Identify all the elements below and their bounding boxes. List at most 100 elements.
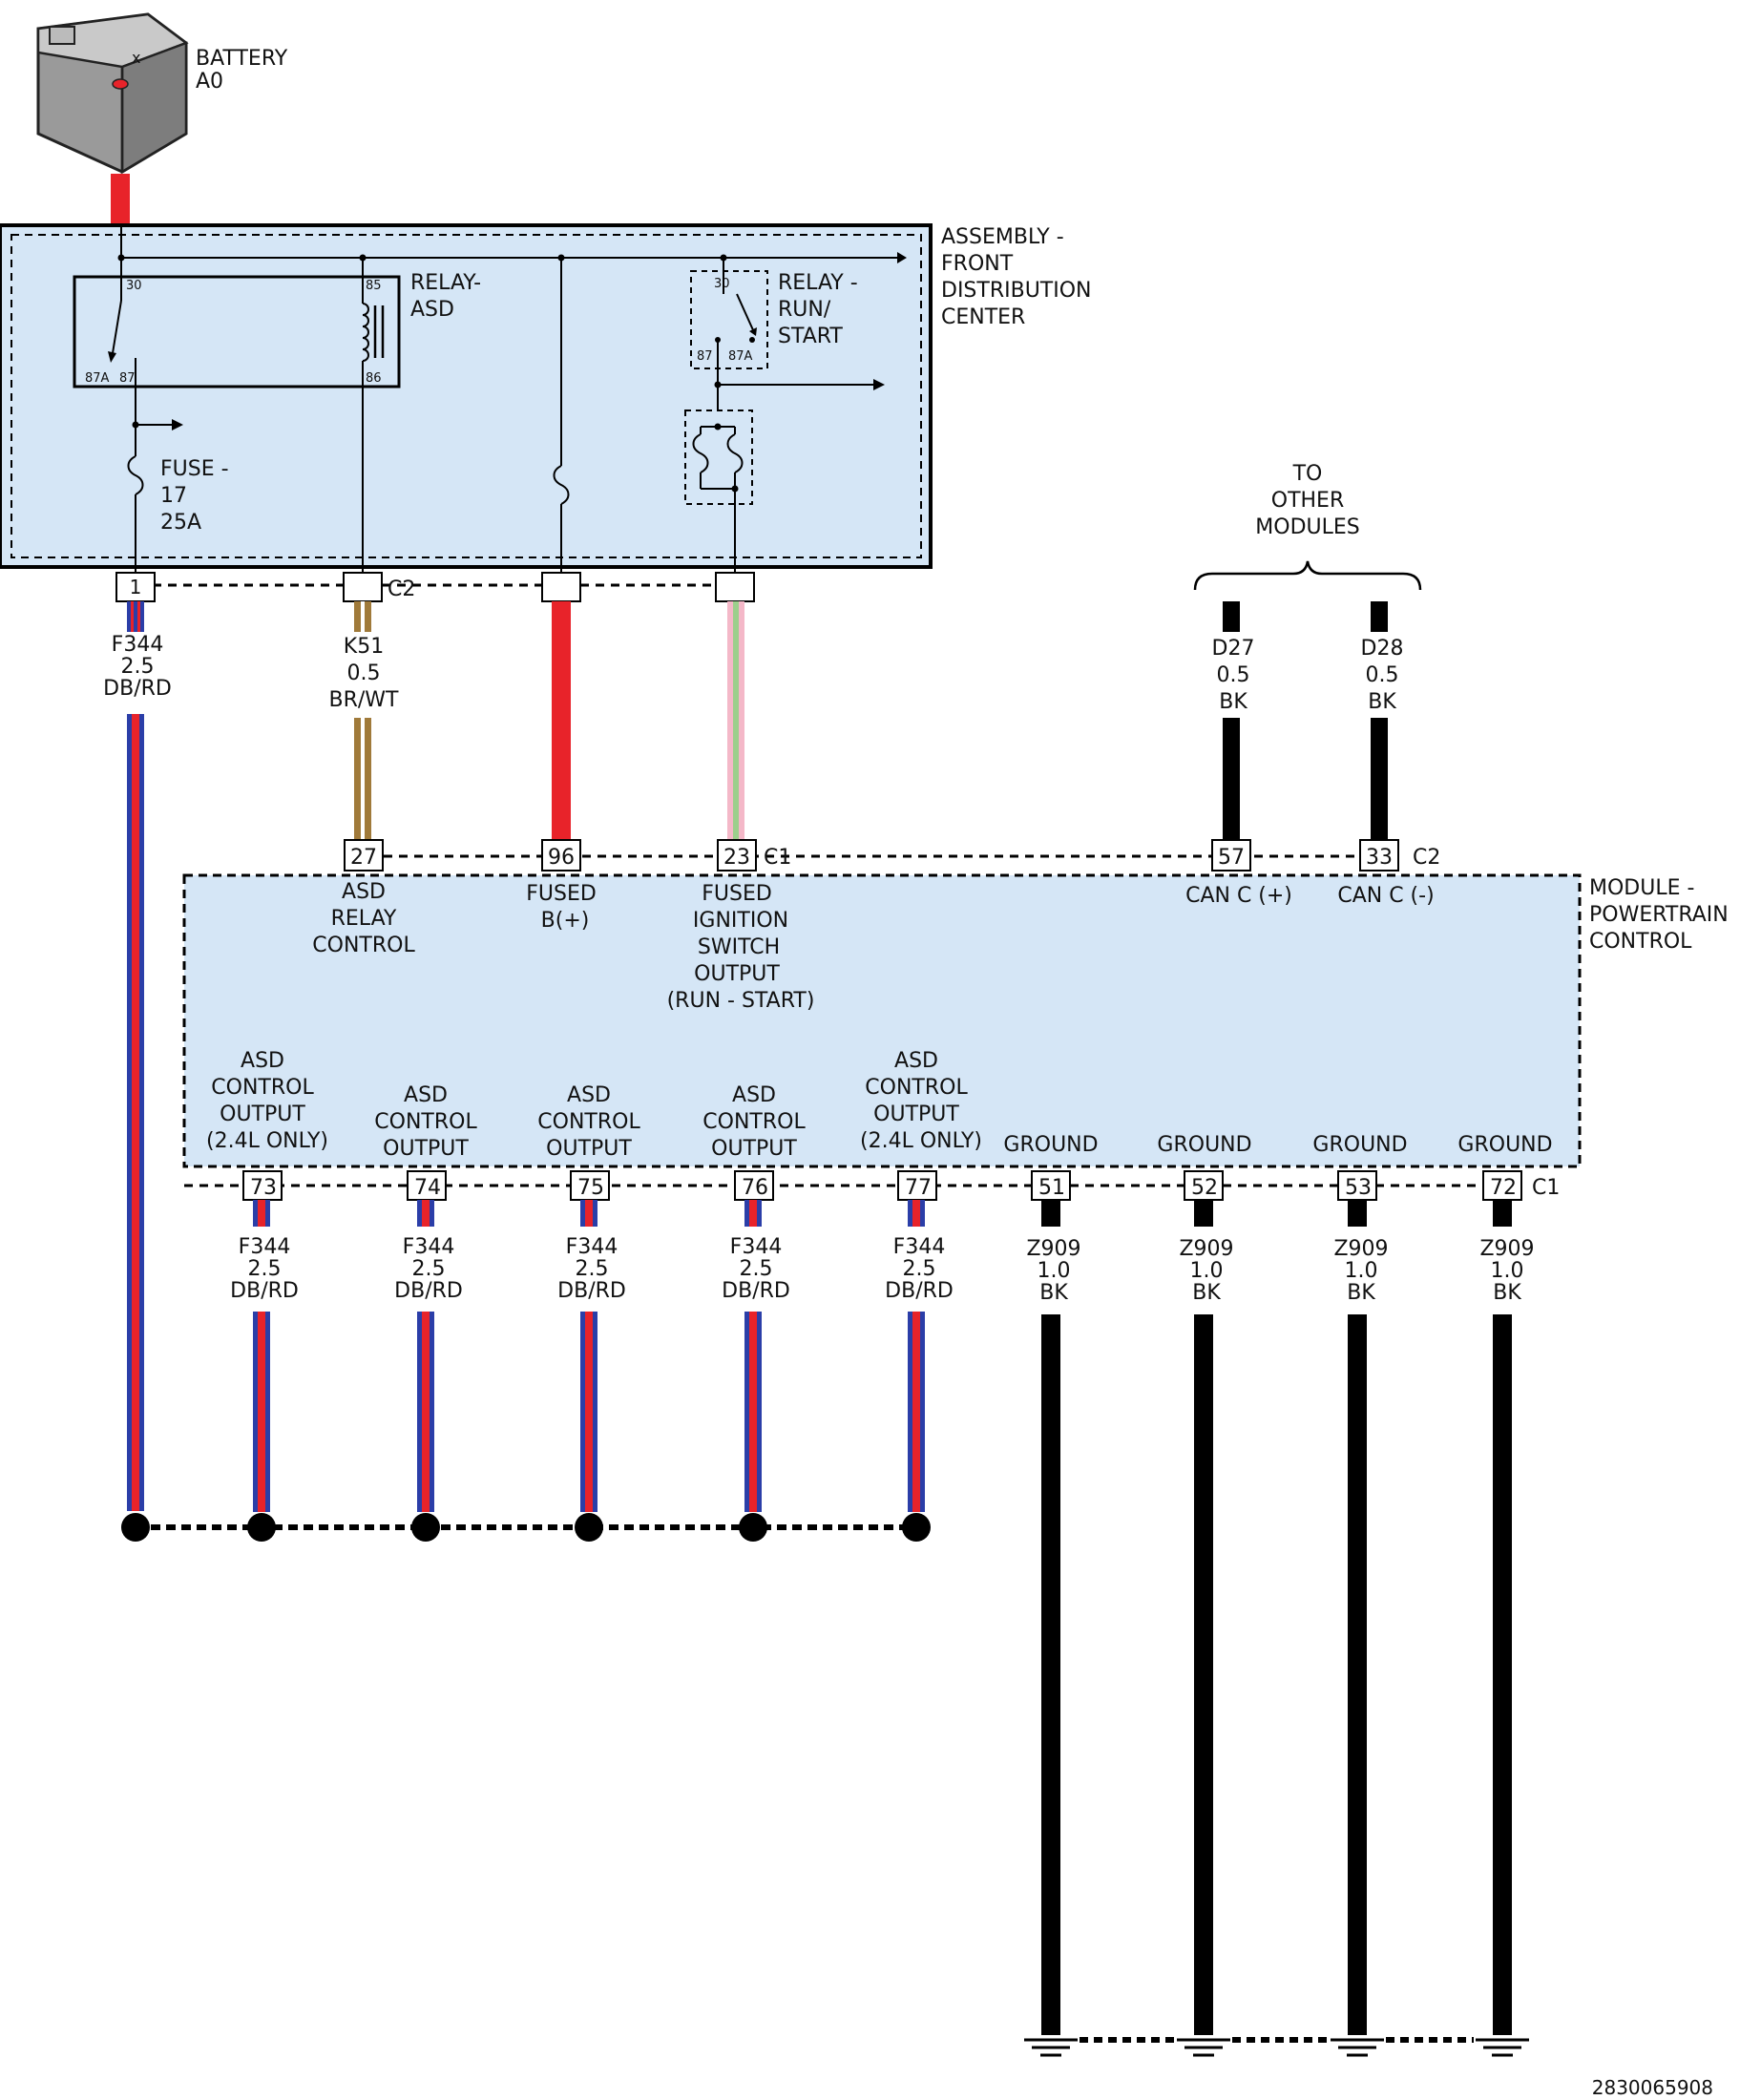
svg-text:Z909: Z909 — [1179, 1237, 1233, 1261]
svg-text:25A: 25A — [160, 511, 201, 535]
module-top-pin-96: 96 — [541, 839, 581, 872]
ground-icon — [1476, 2038, 1529, 2057]
assembly-pin-1 — [115, 572, 156, 602]
svg-text:87: 87 — [697, 349, 713, 364]
svg-text:DB/RD: DB/RD — [230, 1279, 299, 1303]
svg-text:MODULE -: MODULE - — [1589, 876, 1694, 900]
svg-text:FUSE -: FUSE - — [160, 457, 229, 481]
svg-text:IGNITION: IGNITION — [693, 909, 788, 933]
module-powertrain-control — [182, 873, 1582, 1168]
ground-icon — [1331, 2038, 1384, 2057]
svg-text:33: 33 — [1366, 846, 1393, 870]
svg-text:87A: 87A — [85, 371, 110, 386]
svg-text:F344: F344 — [893, 1235, 946, 1259]
svg-text:DB/RD: DB/RD — [722, 1279, 790, 1303]
svg-text:CONTROL: CONTROL — [865, 1076, 968, 1100]
svg-text:Z909: Z909 — [1333, 1237, 1388, 1261]
svg-text:1.0: 1.0 — [1345, 1259, 1378, 1283]
svg-text:96: 96 — [548, 846, 575, 870]
wire-72 — [1493, 1314, 1512, 2035]
assembly-pin-b-plus — [541, 572, 581, 602]
svg-text:23: 23 — [723, 846, 750, 870]
svg-text:2.5: 2.5 — [412, 1257, 446, 1281]
module-bottom-pin-51: 51 — [1031, 1170, 1071, 1201]
svg-text:0.5: 0.5 — [347, 662, 381, 685]
svg-text:0.5: 0.5 — [1217, 663, 1250, 687]
module-top-pin-27: 27 — [344, 839, 384, 872]
module-bottom-pin-53: 53 — [1337, 1170, 1377, 1201]
module-top-pin-33: 33 — [1359, 839, 1399, 872]
svg-text:OUTPUT: OUTPUT — [546, 1137, 632, 1161]
document-number: 2830065908 — [1592, 2076, 1713, 2099]
svg-text:57: 57 — [1218, 846, 1245, 870]
battery-plus-mark: x — [132, 49, 140, 67]
svg-text:F344: F344 — [566, 1235, 618, 1259]
svg-text:BK: BK — [1347, 1281, 1375, 1305]
svg-text:D28: D28 — [1361, 637, 1404, 661]
svg-text:RELAY-: RELAY- — [410, 271, 481, 295]
assembly-front-distribution-center — [0, 223, 933, 569]
fuse-ignition-a-icon — [692, 433, 709, 473]
svg-text:30: 30 — [714, 277, 730, 291]
svg-text:CONTROL: CONTROL — [211, 1076, 314, 1100]
wire-53 — [1348, 1314, 1367, 2035]
svg-text:(RUN - START): (RUN - START) — [667, 989, 815, 1013]
svg-text:85: 85 — [366, 279, 382, 293]
svg-text:75: 75 — [577, 1176, 604, 1200]
svg-text:27: 27 — [350, 846, 377, 870]
to-other-modules-brace — [1193, 560, 1422, 591]
module-bottom-pin-73: 73 — [242, 1170, 283, 1201]
svg-text:ASD: ASD — [732, 1083, 776, 1107]
func-can-c-minus: CAN C (-) — [1337, 884, 1434, 908]
svg-text:2.5: 2.5 — [248, 1257, 282, 1281]
func-74: ASD CONTROL OUTPUT — [374, 1083, 477, 1161]
svg-text:ASD: ASD — [894, 1049, 938, 1073]
svg-text:2.5: 2.5 — [903, 1257, 936, 1281]
func-76: ASD CONTROL OUTPUT — [702, 1083, 806, 1161]
svg-text:OUTPUT: OUTPUT — [694, 962, 780, 986]
svg-text:CENTER: CENTER — [941, 305, 1025, 329]
relay-run-start — [690, 270, 768, 369]
svg-text:MODULES: MODULES — [1255, 515, 1359, 539]
func-73: ASD CONTROL OUTPUT (2.4L ONLY) — [206, 1049, 328, 1153]
svg-text:ASD: ASD — [241, 1049, 284, 1073]
wire-51-top — [1041, 1200, 1060, 1227]
func-72: GROUND — [1457, 1133, 1552, 1157]
ground-icon — [1024, 2038, 1078, 2057]
wire-52 — [1194, 1314, 1213, 2035]
svg-text:87A: 87A — [728, 349, 753, 364]
splice-node — [247, 1513, 276, 1542]
svg-text:CONTROL: CONTROL — [537, 1110, 640, 1134]
battery-name: BATTERY — [196, 47, 288, 71]
svg-text:CONTROL: CONTROL — [374, 1110, 477, 1134]
wire-b-plus — [552, 601, 571, 840]
svg-text:BK: BK — [1493, 1281, 1521, 1305]
svg-text:OTHER: OTHER — [1271, 489, 1344, 513]
svg-text:BK: BK — [1192, 1281, 1221, 1305]
wire-d27-bottom — [1223, 718, 1240, 840]
splice-node — [575, 1513, 603, 1542]
svg-text:D27: D27 — [1212, 637, 1255, 661]
module-top-pin-57: 57 — [1211, 839, 1251, 872]
func-51: GROUND — [1003, 1133, 1098, 1157]
svg-text:START: START — [778, 325, 843, 348]
wire-f344-main — [127, 601, 144, 1511]
svg-text:RUN/: RUN/ — [778, 298, 831, 322]
func-can-c-plus: CAN C (+) — [1185, 884, 1292, 908]
svg-text:F344: F344 — [730, 1235, 783, 1259]
svg-text:86: 86 — [366, 371, 382, 386]
svg-text:DB/RD: DB/RD — [557, 1279, 626, 1303]
svg-text:DB/RD: DB/RD — [394, 1279, 463, 1303]
svg-text:BK: BK — [1039, 1281, 1068, 1305]
svg-text:ASSEMBLY -: ASSEMBLY - — [941, 225, 1064, 249]
fuse-b-plus-icon — [553, 465, 570, 505]
module-bottom-pin-77: 77 — [897, 1170, 937, 1201]
splice-node — [739, 1513, 767, 1542]
svg-text:POWERTRAIN: POWERTRAIN — [1589, 903, 1729, 927]
wire-75 — [580, 1200, 597, 1512]
svg-text:30: 30 — [126, 279, 142, 293]
module-top-connector-c1: C1 — [764, 846, 791, 870]
ground-icon — [1177, 2038, 1230, 2057]
